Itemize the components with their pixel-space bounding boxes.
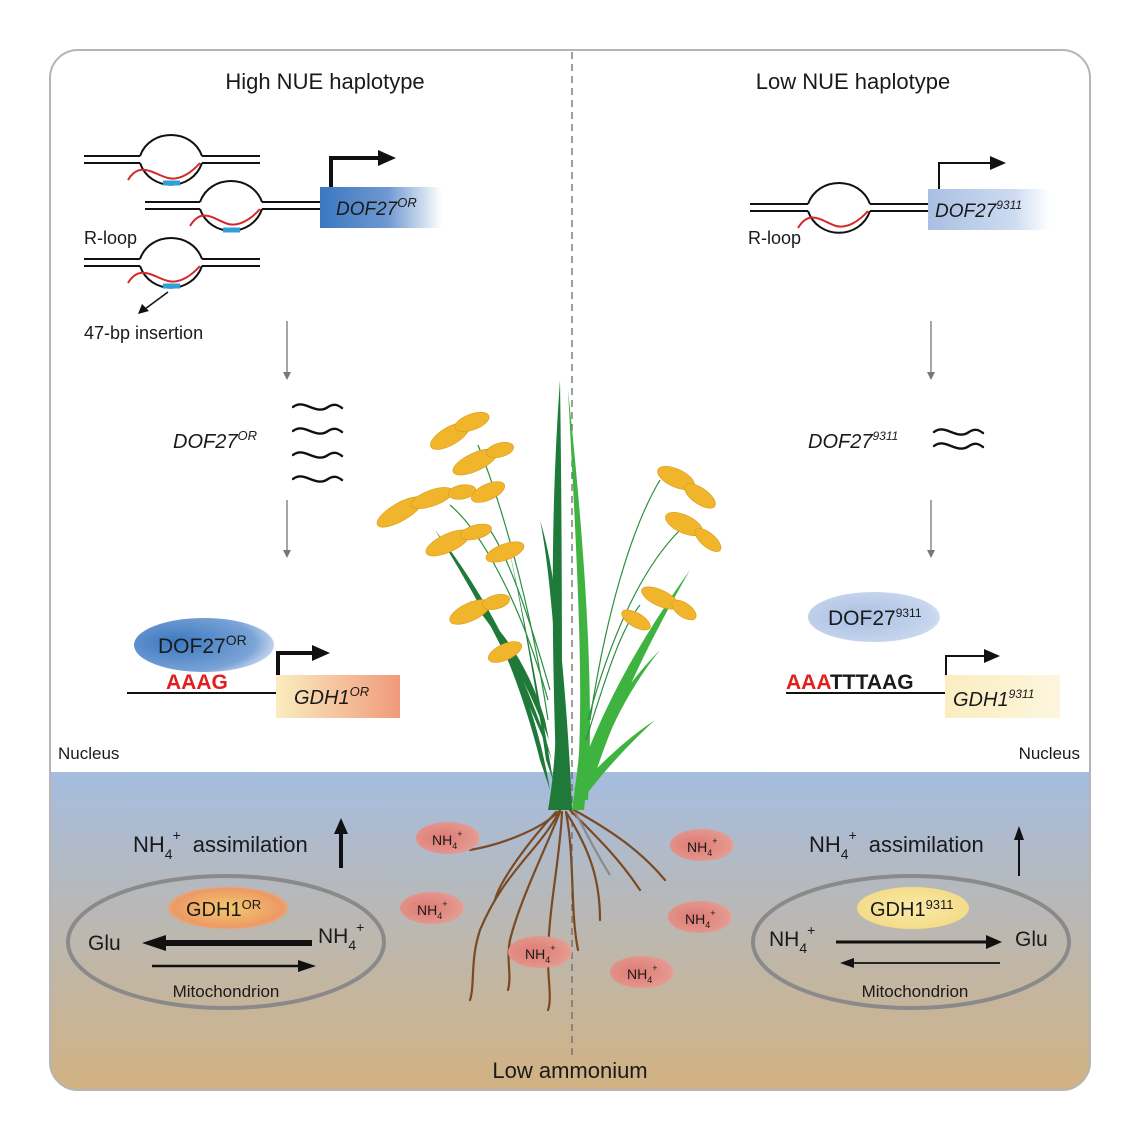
right-transcription-arrow	[927, 321, 935, 380]
right-dof27-promoter-arrow	[938, 156, 1006, 189]
right-dof27-protein	[808, 592, 940, 642]
left-rloop-middle	[145, 180, 320, 233]
right-gdh1-enzyme-label: GDH19311	[870, 897, 954, 921]
insertion-label: 47-bp insertion	[84, 323, 203, 343]
right-reverse-arrow	[840, 958, 1000, 968]
soil-region	[50, 772, 1090, 1090]
soil-nh4-ion-2: NH4+	[400, 892, 464, 924]
left-assimilation-up-arrow	[334, 818, 348, 868]
svg-text:NH4+: NH4+	[685, 908, 716, 930]
left-nh4-assimilation-label: NH4+assimilation	[133, 827, 308, 862]
right-rloop	[750, 182, 928, 234]
left-aaag-motif: AAAG	[166, 671, 228, 694]
left-dof27-promoter-arrow	[329, 150, 396, 187]
left-rloop-bottom	[84, 237, 260, 289]
left-reverse-arrow-thin	[152, 960, 316, 972]
right-glu-label: Glu	[1015, 928, 1048, 951]
left-nucleus-label: Nucleus	[58, 744, 119, 763]
right-translation-arrow	[927, 500, 935, 558]
left-gdh1-gene-box	[276, 675, 400, 718]
left-nh4-label: NH4+	[318, 919, 364, 953]
right-motif-black: TTTAAG	[830, 671, 914, 694]
right-mrna-waves-icon	[932, 428, 985, 450]
right-mrna-label: DOF279311	[808, 429, 898, 453]
svg-text:NH4+: NH4+	[432, 829, 463, 851]
insertion-pointer-arrow	[138, 291, 169, 314]
svg-text:NH4+: NH4+	[627, 963, 658, 985]
right-dof27-gene-box	[928, 189, 1050, 230]
left-gdh1-enzyme	[168, 887, 288, 929]
right-motif: AAATTTAAG	[786, 671, 914, 694]
left-dof27-protein	[134, 618, 274, 672]
soil-nh4-ion-5: NH4+	[668, 901, 732, 933]
left-gdh1-promoter-arrow	[276, 645, 330, 675]
soil-nh4-ion-6: NH4+	[610, 956, 674, 988]
right-nh4-label: NH4+	[769, 922, 815, 956]
soil-nh4-ion-4: NH4+	[670, 829, 734, 861]
left-mitochondrion-label: Mitochondrion	[173, 982, 280, 1001]
left-mrna-label: DOF27OR	[173, 428, 257, 453]
left-rloop-label: R-loop	[84, 228, 137, 248]
right-title: Low NUE haplotype	[756, 69, 950, 94]
right-dof27-protein-label: DOF279311	[828, 606, 922, 630]
right-rloop-label: R-loop	[748, 228, 801, 248]
right-gdh1-enzyme	[857, 887, 969, 929]
right-gdh1-promoter-arrow	[945, 649, 1000, 675]
svg-text:NH4+: NH4+	[417, 899, 448, 921]
left-glu-label: Glu	[88, 932, 121, 955]
panel-border	[49, 49, 1091, 1091]
left-transcription-arrow	[283, 321, 291, 380]
right-assimilation-up-arrow	[1014, 826, 1024, 876]
right-forward-arrow	[836, 935, 1002, 949]
left-title: High NUE haplotype	[225, 69, 424, 94]
left-forward-arrow-thick	[142, 935, 312, 951]
right-nucleus-label: Nucleus	[1019, 744, 1080, 763]
left-mitochondrion	[66, 874, 386, 1010]
left-rloop-top	[84, 134, 260, 186]
left-mrna-waves-icon	[291, 403, 344, 483]
left-gdh1-gene-label: GDH1OR	[294, 684, 369, 709]
right-gdh1-gene-box	[945, 675, 1060, 718]
right-mitochondrion	[751, 874, 1071, 1010]
low-ammonium-label: Low ammonium	[492, 1058, 647, 1083]
left-dof27-gene-box	[320, 187, 442, 228]
left-dof27-gene-label: DOF27OR	[336, 195, 417, 220]
right-motif-red: AAA	[786, 671, 831, 694]
right-gdh1-gene-label: GDH19311	[953, 687, 1034, 711]
svg-text:NH4+: NH4+	[687, 836, 718, 858]
right-dof27-gene-label: DOF279311	[935, 198, 1022, 222]
right-mitochondrion-label: Mitochondrion	[862, 982, 969, 1001]
soil-nh4-ion-1: NH4+	[416, 822, 480, 854]
right-nh4-assimilation-label: NH4+assimilation	[809, 827, 984, 862]
svg-text:NH4+: NH4+	[525, 943, 556, 965]
left-gdh1-enzyme-label: GDH1OR	[186, 897, 261, 921]
left-dof27-protein-label: DOF27OR	[158, 632, 247, 658]
rice-plant-icon	[376, 380, 722, 1012]
soil-nh4-ion-3: NH4+	[508, 936, 572, 968]
left-translation-arrow	[283, 500, 291, 558]
